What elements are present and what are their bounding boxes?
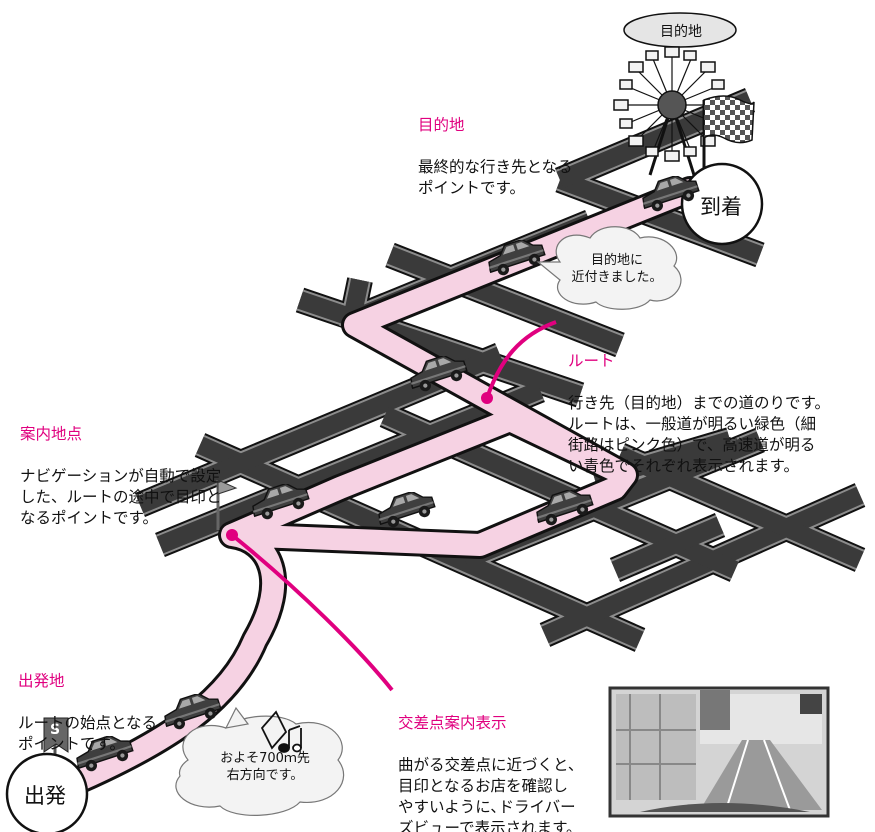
callout-guide-point-body: ナビゲーションが自動で設定 した、ルートの途中で目印と なるポイントです。 [20,467,222,527]
departure-circle [5,752,89,832]
departure-label: 出発 [24,784,66,808]
callout-start-title: 出発地 [18,672,65,690]
bubble-near-destination [536,226,682,310]
callout-intersection-title: 交差点案内表示 [398,714,507,732]
start-sign-label: S [50,722,61,738]
destination-badge [623,12,737,48]
music-note-icon [260,710,302,753]
callout-destination-title: 目的地 [418,116,465,134]
callout-intersection: 交差点案内表示 曲がる交差点に近づくと、 目印となるお店を確認し やすいように､… [398,692,583,832]
callout-guide-point-title: 案内地点 [20,425,83,443]
destination-badge-label: 目的地 [660,24,702,40]
callout-intersection-body: 曲がる交差点に近づくと、 目印となるお店を確認し やすいように､ドライバー ズビ… [398,756,584,832]
arrival-label: 到着 [700,195,742,219]
callout-guide-point: 案内地点 ナビゲーションが自動で設定 した、ルートの途中で目印と なるポイントで… [20,403,222,550]
leader-lines [230,320,557,692]
callout-start-body: ルートの始点となる ポイントです。 [18,714,158,753]
guide-flag-icon [216,479,238,530]
callout-destination: 目的地 最終的な行き先となる ポイントです。 [418,94,573,220]
arrival-circle [680,162,764,246]
bubble-turn-ahead-text: およそ700ｍ先 右方向です。 [220,751,310,783]
callout-start: 出発地 ルートの始点となる ポイントです。 [18,650,157,776]
checkered-flag-icon [702,95,755,178]
callout-route-title: ルート [568,352,615,370]
callout-destination-body: 最終的な行き先となる ポイントです。 [418,158,573,197]
bubble-near-destination-text: 目的地に 近付きました。 [571,253,663,285]
callout-route-body: 行き先（目的地）までの道のりです。 ルートは、一般道が明るい緑色（細 街路はピン… [568,394,830,475]
callout-route: ルート 行き先（目的地）までの道のりです。 ルートは、一般道が明るい緑色（細 街… [568,330,830,498]
ferris-wheel-icon [613,46,731,176]
driver-view-screenshot [608,686,830,818]
